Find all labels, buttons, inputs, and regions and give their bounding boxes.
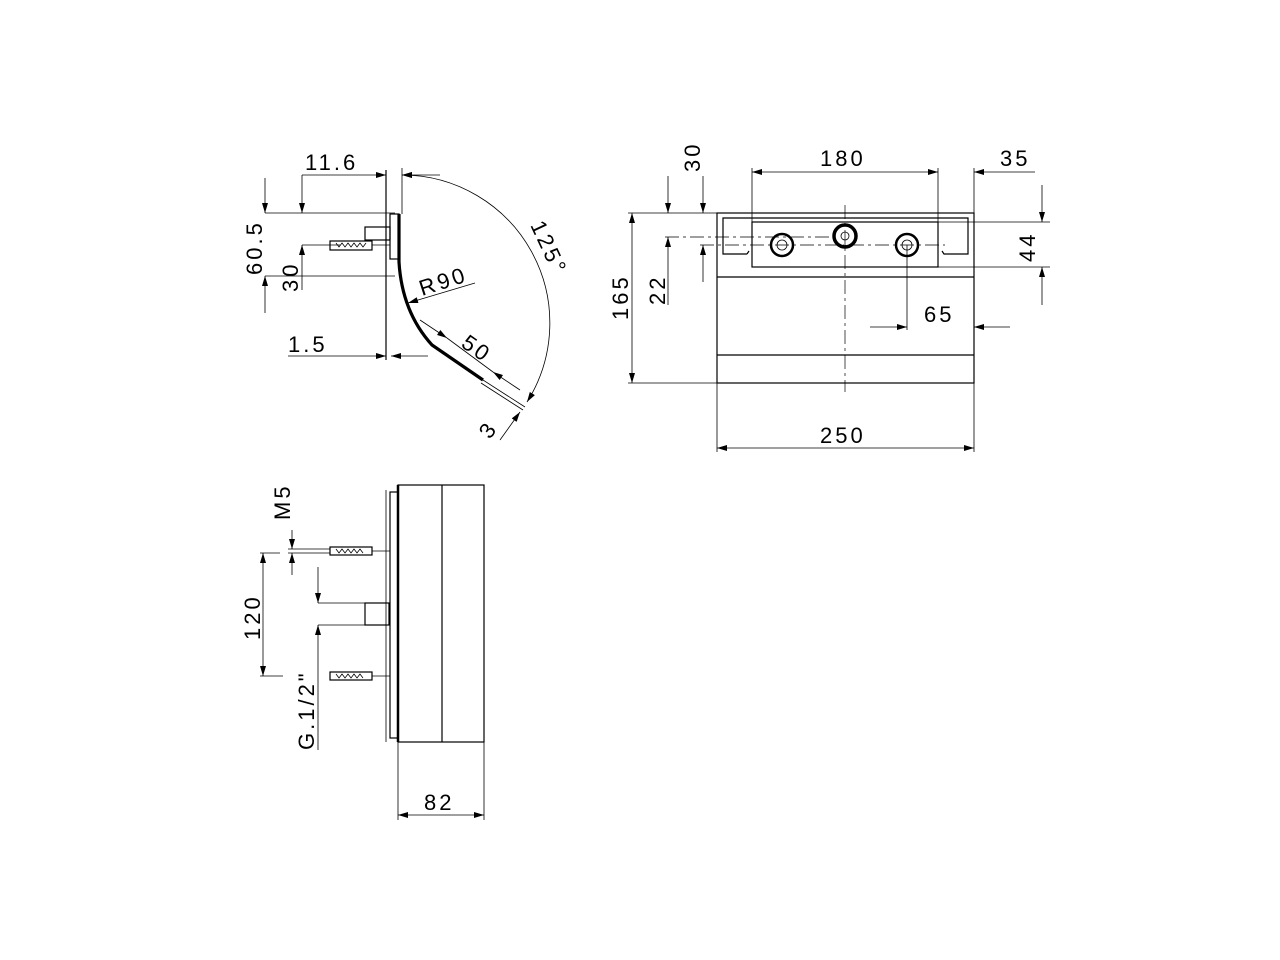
dim-hole-label: 65: [924, 302, 954, 327]
dim-angle-label: 125°: [525, 217, 572, 280]
side-view: 11.6 60.5 30 R90 50 1.5 3 125°: [242, 150, 572, 443]
dim-bracket-label: 44: [1015, 232, 1040, 262]
water-pipe-connection: [364, 602, 390, 626]
body-outline: [397, 484, 485, 743]
wall-anchor-top: [329, 546, 390, 556]
dim-edge-label: 3: [474, 416, 503, 443]
dim-line: [446, 337, 494, 373]
dim-line: [499, 411, 521, 441]
dim-radius-label: R90: [416, 262, 471, 301]
lid-edge: [480, 379, 526, 411]
dim-line: [492, 371, 521, 391]
mounting-plate: [389, 491, 399, 739]
water-inlet: [832, 223, 858, 249]
dim-height-label: 165: [608, 274, 633, 320]
front-view: 180 35 30 22 165 44 65 250: [608, 142, 1050, 452]
bracket-channel: [722, 217, 969, 255]
dim-offset-label: 11.6: [305, 150, 358, 175]
wall-anchor: [329, 240, 390, 251]
dim-thickness-label: 1.5: [288, 332, 328, 357]
bracket: [364, 226, 391, 241]
dim-right-label: 35: [1000, 146, 1030, 171]
leader-line: [407, 282, 476, 304]
dim-thread-label: M5: [270, 483, 295, 520]
wall-anchor-bottom: [329, 671, 390, 681]
body-outline: [716, 212, 975, 384]
dim-spacing-label: 180: [820, 146, 866, 171]
dim-line: [419, 319, 448, 339]
dim-pipe-label: G.1/2": [294, 670, 319, 750]
dim-anchor-label: 30: [278, 262, 303, 292]
dim-depth-label: 82: [424, 790, 454, 815]
dim-height-label: 60.5: [242, 220, 267, 275]
dim-width-label: 250: [820, 423, 866, 448]
angle-arc: [401, 172, 551, 403]
screw-hole-left: [769, 232, 795, 258]
dim-fix-label: 120: [240, 594, 265, 640]
dim-length-label: 50: [457, 330, 496, 368]
dim-top-label: 30: [680, 142, 705, 172]
dim-inlet-label: 22: [645, 275, 670, 305]
bottom-view: M5 120 G.1/2" 82: [240, 483, 485, 820]
